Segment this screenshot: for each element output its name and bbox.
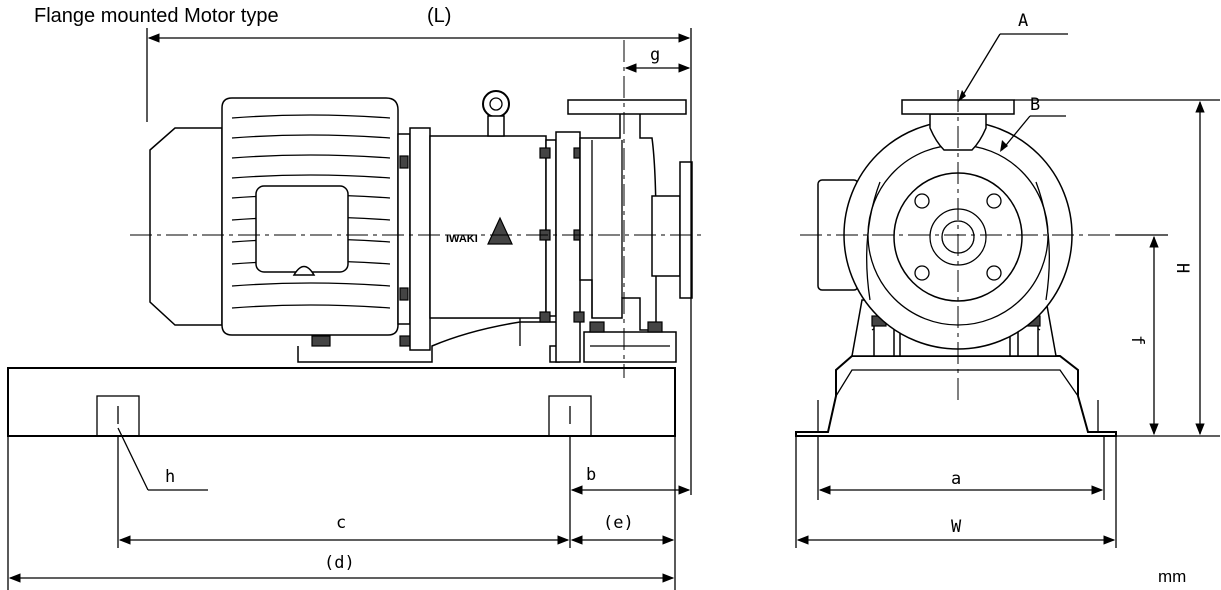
bolt-hole-4 (986, 265, 1002, 281)
label-g: g (650, 45, 660, 65)
discharge-flange-side (567, 99, 687, 115)
front-view (795, 90, 1117, 437)
bolt-hole-3 (914, 265, 930, 281)
bracket (409, 127, 431, 351)
label-f: f (1127, 335, 1147, 345)
casing-cover (545, 139, 557, 317)
side-view: IWAKI (7, 40, 705, 437)
label-b: b (586, 465, 596, 485)
brand-logo-icon (487, 216, 513, 245)
label-A: A (1018, 11, 1028, 31)
label-d: (d) (324, 553, 355, 573)
bolt-hole-1 (914, 193, 930, 209)
eye-bolt (482, 90, 510, 137)
label-W: W (951, 517, 962, 537)
front-base-plate (795, 355, 1117, 437)
pump-casing-flange (555, 131, 581, 363)
label-L: (L) (427, 5, 451, 27)
units-label: mm (1158, 567, 1186, 586)
label-e: (e) (603, 513, 634, 533)
motor-fan-cover (149, 127, 223, 326)
label-H: H (1172, 263, 1192, 273)
suction-flange-side (679, 161, 693, 299)
bolt-hole-2 (986, 193, 1002, 209)
label-a: a (951, 469, 961, 489)
pump-foot (583, 331, 677, 363)
drawing-title: Flange mounted Motor type (34, 5, 279, 27)
motor-terminal-box (255, 185, 349, 273)
suction-nozzle (651, 195, 681, 277)
brand-mark: IWAKI (446, 233, 478, 245)
base-plate (7, 367, 676, 437)
label-h: h (165, 467, 175, 487)
label-B: B (1030, 95, 1040, 115)
side-view-dimensions: (L) g h b c (e) (d) (7, 5, 692, 590)
label-c: c (336, 513, 346, 533)
front-view-dimensions: A B H f a W (795, 11, 1220, 548)
